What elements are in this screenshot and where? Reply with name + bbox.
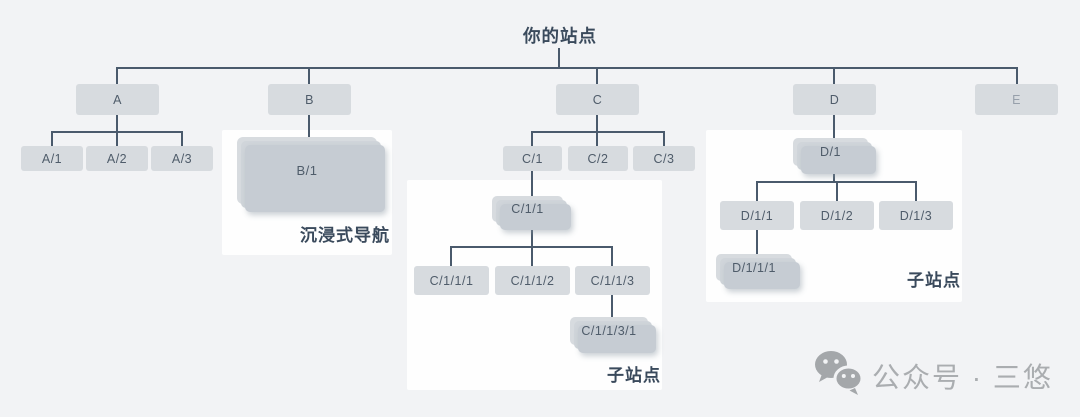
connector-line [756, 181, 758, 201]
connector-line [596, 67, 598, 85]
connector-line [596, 131, 598, 146]
connector-line [308, 67, 310, 85]
connector-line [531, 131, 665, 133]
connector-line [833, 115, 835, 138]
node-b: B [268, 84, 351, 115]
connector-line [531, 171, 533, 197]
node-d111: D/1/1/1 [716, 254, 792, 281]
node-c3: C/3 [633, 146, 695, 171]
node-c2: C/2 [568, 146, 628, 171]
connector-line [531, 222, 533, 247]
connector-line [558, 48, 560, 68]
connector-line [450, 246, 452, 266]
connector-line [308, 115, 310, 138]
connector-line [833, 67, 835, 85]
wechat-logo-icon [812, 349, 864, 402]
subsite-c-label: 子站点 [607, 366, 661, 385]
node-d11: D/1/1 [720, 201, 794, 230]
node-c113: C/1/1/3 [575, 266, 650, 295]
node-c1131: C/1/1/3/1 [570, 317, 648, 345]
watermark-text: 公众号 · 三悠 [872, 361, 1053, 393]
connector-line [531, 246, 533, 266]
node-a2: A/2 [86, 146, 148, 171]
node-d1: D/1 [793, 138, 868, 166]
node-a1: A/1 [21, 146, 83, 171]
node-c11: C/1/1 [492, 196, 563, 222]
node-d: D [793, 84, 876, 115]
node-b1: B/1 [237, 137, 377, 204]
node-d13: D/1/3 [879, 201, 953, 230]
connector-line [833, 166, 835, 182]
node-a: A [76, 84, 159, 115]
connector-line [596, 115, 598, 132]
connector-line [915, 181, 917, 201]
connector-line [836, 181, 838, 201]
connector-line [51, 131, 53, 146]
subsite-d-label: 子站点 [907, 271, 961, 290]
connector-line [116, 115, 118, 132]
connector-line [663, 131, 665, 146]
connector-line [116, 131, 118, 146]
connector-line [116, 67, 118, 85]
node-c: C [556, 84, 639, 115]
node-e: E [975, 84, 1058, 115]
node-a3: A/3 [151, 146, 213, 171]
connector-line [116, 67, 1018, 69]
connector-line [181, 131, 183, 146]
connector-line [531, 131, 533, 146]
node-c1: C/1 [503, 146, 562, 171]
node-d12: D/1/2 [800, 201, 874, 230]
root-site-title: 你的站点 [523, 26, 597, 46]
connector-line [1016, 67, 1018, 85]
connector-line [756, 230, 758, 254]
connector-line [611, 295, 613, 317]
immersive-nav-label: 沉浸式导航 [300, 226, 390, 245]
connector-line [611, 246, 613, 266]
node-c112: C/1/1/2 [495, 266, 570, 295]
watermark: 公众号 · 三悠 [812, 349, 1053, 402]
node-c111: C/1/1/1 [414, 266, 489, 295]
